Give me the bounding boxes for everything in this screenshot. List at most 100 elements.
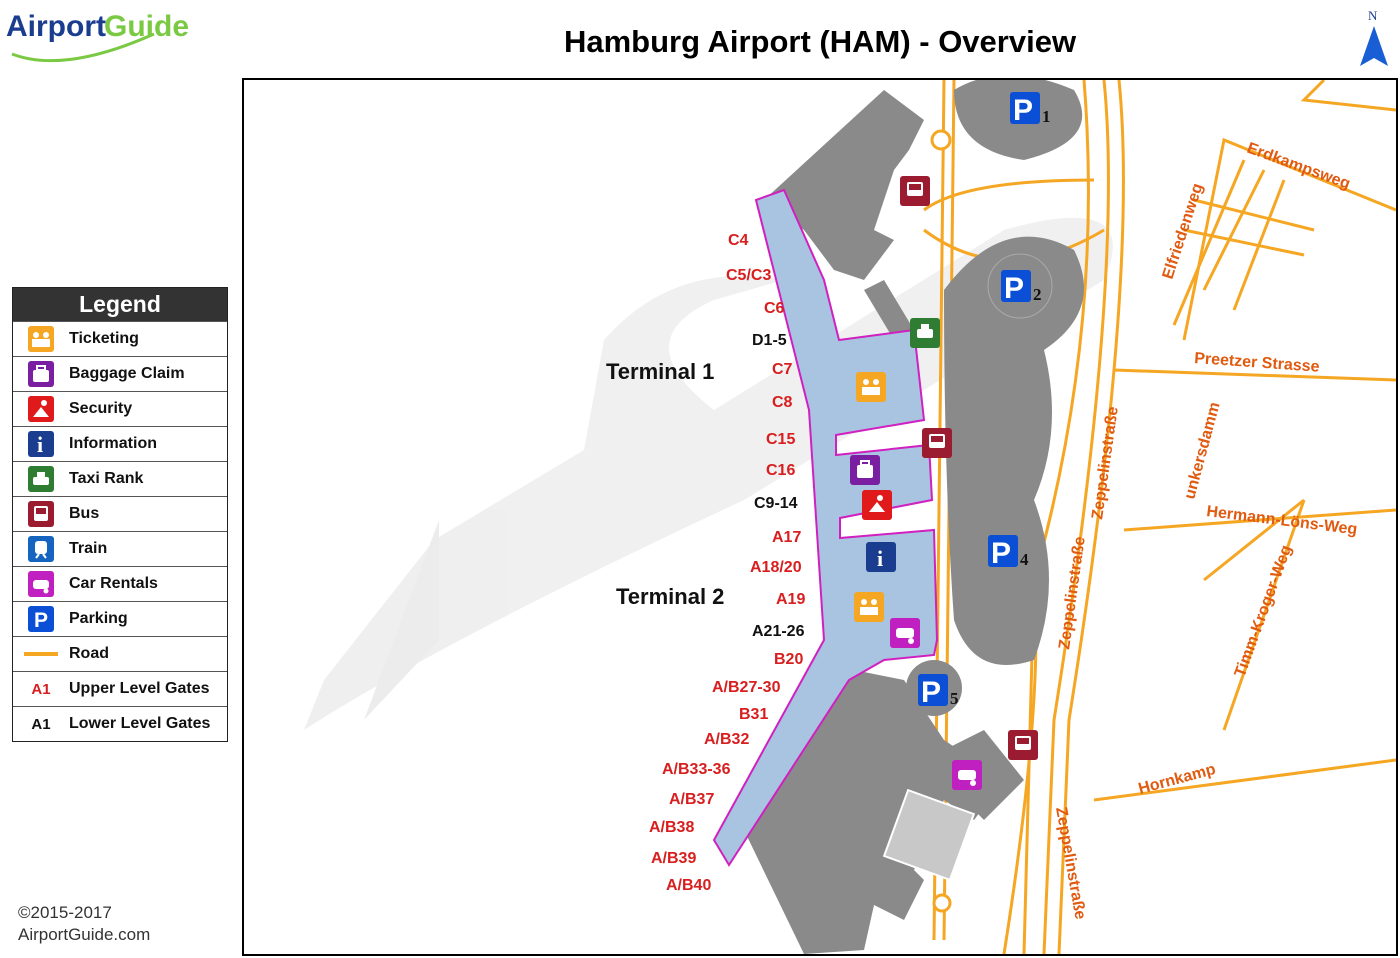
parking-number: 2 [1033,285,1042,304]
north-label: N [1368,8,1378,23]
gate-label: A/B32 [704,731,749,748]
gate-label: A/B40 [666,877,711,894]
street-label: Zeppelinstraße [1056,535,1089,650]
legend-label: Baggage Claim [69,365,185,382]
baggage-claim-icon [28,361,54,387]
gate-label: C4 [728,232,749,249]
legend-label: Ticketing [69,330,139,347]
street-label: Hornkamp [1137,761,1218,798]
parking-number: 1 [1042,107,1051,126]
gate-label: A17 [772,529,801,546]
bus-icon[interactable] [1008,730,1038,760]
airport-map[interactable]: Terminal 1 Terminal 2 C4 C5/C3 C6 D1-5 C… [242,78,1398,956]
copyright-text: ©2015-2017 AirportGuide.com [18,902,150,946]
gate-label: B20 [774,651,803,668]
airportguide-logo: Airport Guide [4,4,204,66]
legend-label: Train [69,540,108,557]
parking-p1[interactable]: P 1 [1010,92,1051,127]
legend-label: Information [69,435,157,452]
parking-letter: P [1004,272,1024,305]
baggage-claim-icon[interactable] [850,455,880,485]
taxi-icon [28,466,54,492]
legend-title: Legend [13,288,227,321]
gate-label: A19 [776,591,805,608]
copyright-years: ©2015-2017 [18,903,112,922]
car-rental-icon[interactable] [890,618,920,648]
svg-text:i: i [877,546,883,571]
ticketing-icon [28,326,54,352]
bus-icon[interactable] [900,176,930,206]
gate-label: B31 [739,706,768,723]
gate-label: C8 [772,394,793,411]
road-network [923,80,1396,954]
train-icon [28,536,54,562]
svg-text:i: i [37,433,43,455]
page-title: Hamburg Airport (HAM) - Overview [563,24,1077,59]
information-icon[interactable]: i [866,542,896,572]
legend-label: Lower Level Gates [69,715,211,732]
legend-item-information: i Information [13,426,227,461]
lower-gate-sample: A1 [31,715,51,733]
legend-item-parking: P Parking [13,601,227,636]
legend-label: Road [69,645,109,662]
gate-label: A/B37 [669,791,714,808]
gate-label: C9-14 [754,495,798,512]
gate-label: A/B27-30 [712,679,781,696]
north-arrow-icon: N [1358,6,1390,72]
street-label: Zeppelinstraße [1052,806,1089,921]
legend-item-ticketing: Ticketing [13,321,227,356]
legend-item-upper-gates: A1 Upper Level Gates [13,671,227,706]
terminal-1-label: Terminal 1 [606,359,714,384]
legend-item-train: Train [13,531,227,566]
logo-airport-text: Airport [6,10,106,43]
car-rental-icon[interactable] [952,760,982,790]
street-label: Preetzer Strasse [1194,350,1320,376]
bus-icon[interactable] [922,428,952,458]
taxi-icon[interactable] [910,318,940,348]
legend-label: Parking [69,610,128,627]
legend-item-lower-gates: A1 Lower Level Gates [13,706,227,741]
legend-item-security: Security [13,391,227,426]
legend-item-baggage-claim: Baggage Claim [13,356,227,391]
parking-p5[interactable]: P 5 [918,674,959,709]
gate-label: C15 [766,431,795,448]
gate-label: A18/20 [750,559,802,576]
car-rental-icon [28,571,54,597]
legend-item-road: Road [13,636,227,671]
legend-label: Car Rentals [69,575,158,592]
gate-label: C5/C3 [726,267,771,284]
legend-panel: Legend Ticketing Baggage Claim Security … [12,287,228,742]
parking-letter: P [1013,94,1033,127]
road-icon [24,652,58,656]
parking-p4[interactable]: P 4 [988,535,1029,570]
gate-label: C6 [764,300,785,317]
gate-label: A21-26 [752,623,805,640]
legend-label: Bus [69,505,100,522]
information-icon: i [28,431,54,457]
parking-letter: P [921,676,941,709]
ticketing-icon[interactable] [854,592,884,622]
legend-item-car-rentals: Car Rentals [13,566,227,601]
street-label: unkersdamm [1181,400,1223,501]
ticketing-icon[interactable] [856,372,886,402]
parking-number: 4 [1020,550,1029,569]
security-icon [28,396,54,422]
legend-label: Taxi Rank [69,470,144,487]
parking-p2[interactable]: P 2 [987,253,1053,319]
bus-icon [28,501,54,527]
gate-label: C16 [766,462,795,479]
upper-gate-sample: A1 [31,680,51,698]
svg-text:P: P [34,609,48,630]
legend-label: Security [69,400,133,417]
gate-label: A/B38 [649,819,694,836]
street-label: Timm-Kroger-Weg [1232,543,1296,679]
parking-number: 5 [950,689,959,708]
legend-label: Upper Level Gates [69,680,210,697]
parking-icon: P [28,606,54,632]
security-icon[interactable] [862,490,892,520]
gate-label: A/B33-36 [662,761,731,778]
parking-letter: P [991,537,1011,570]
terminal-building [712,188,939,867]
legend-item-taxi-rank: Taxi Rank [13,461,227,496]
logo-guide-text: Guide [104,10,189,43]
